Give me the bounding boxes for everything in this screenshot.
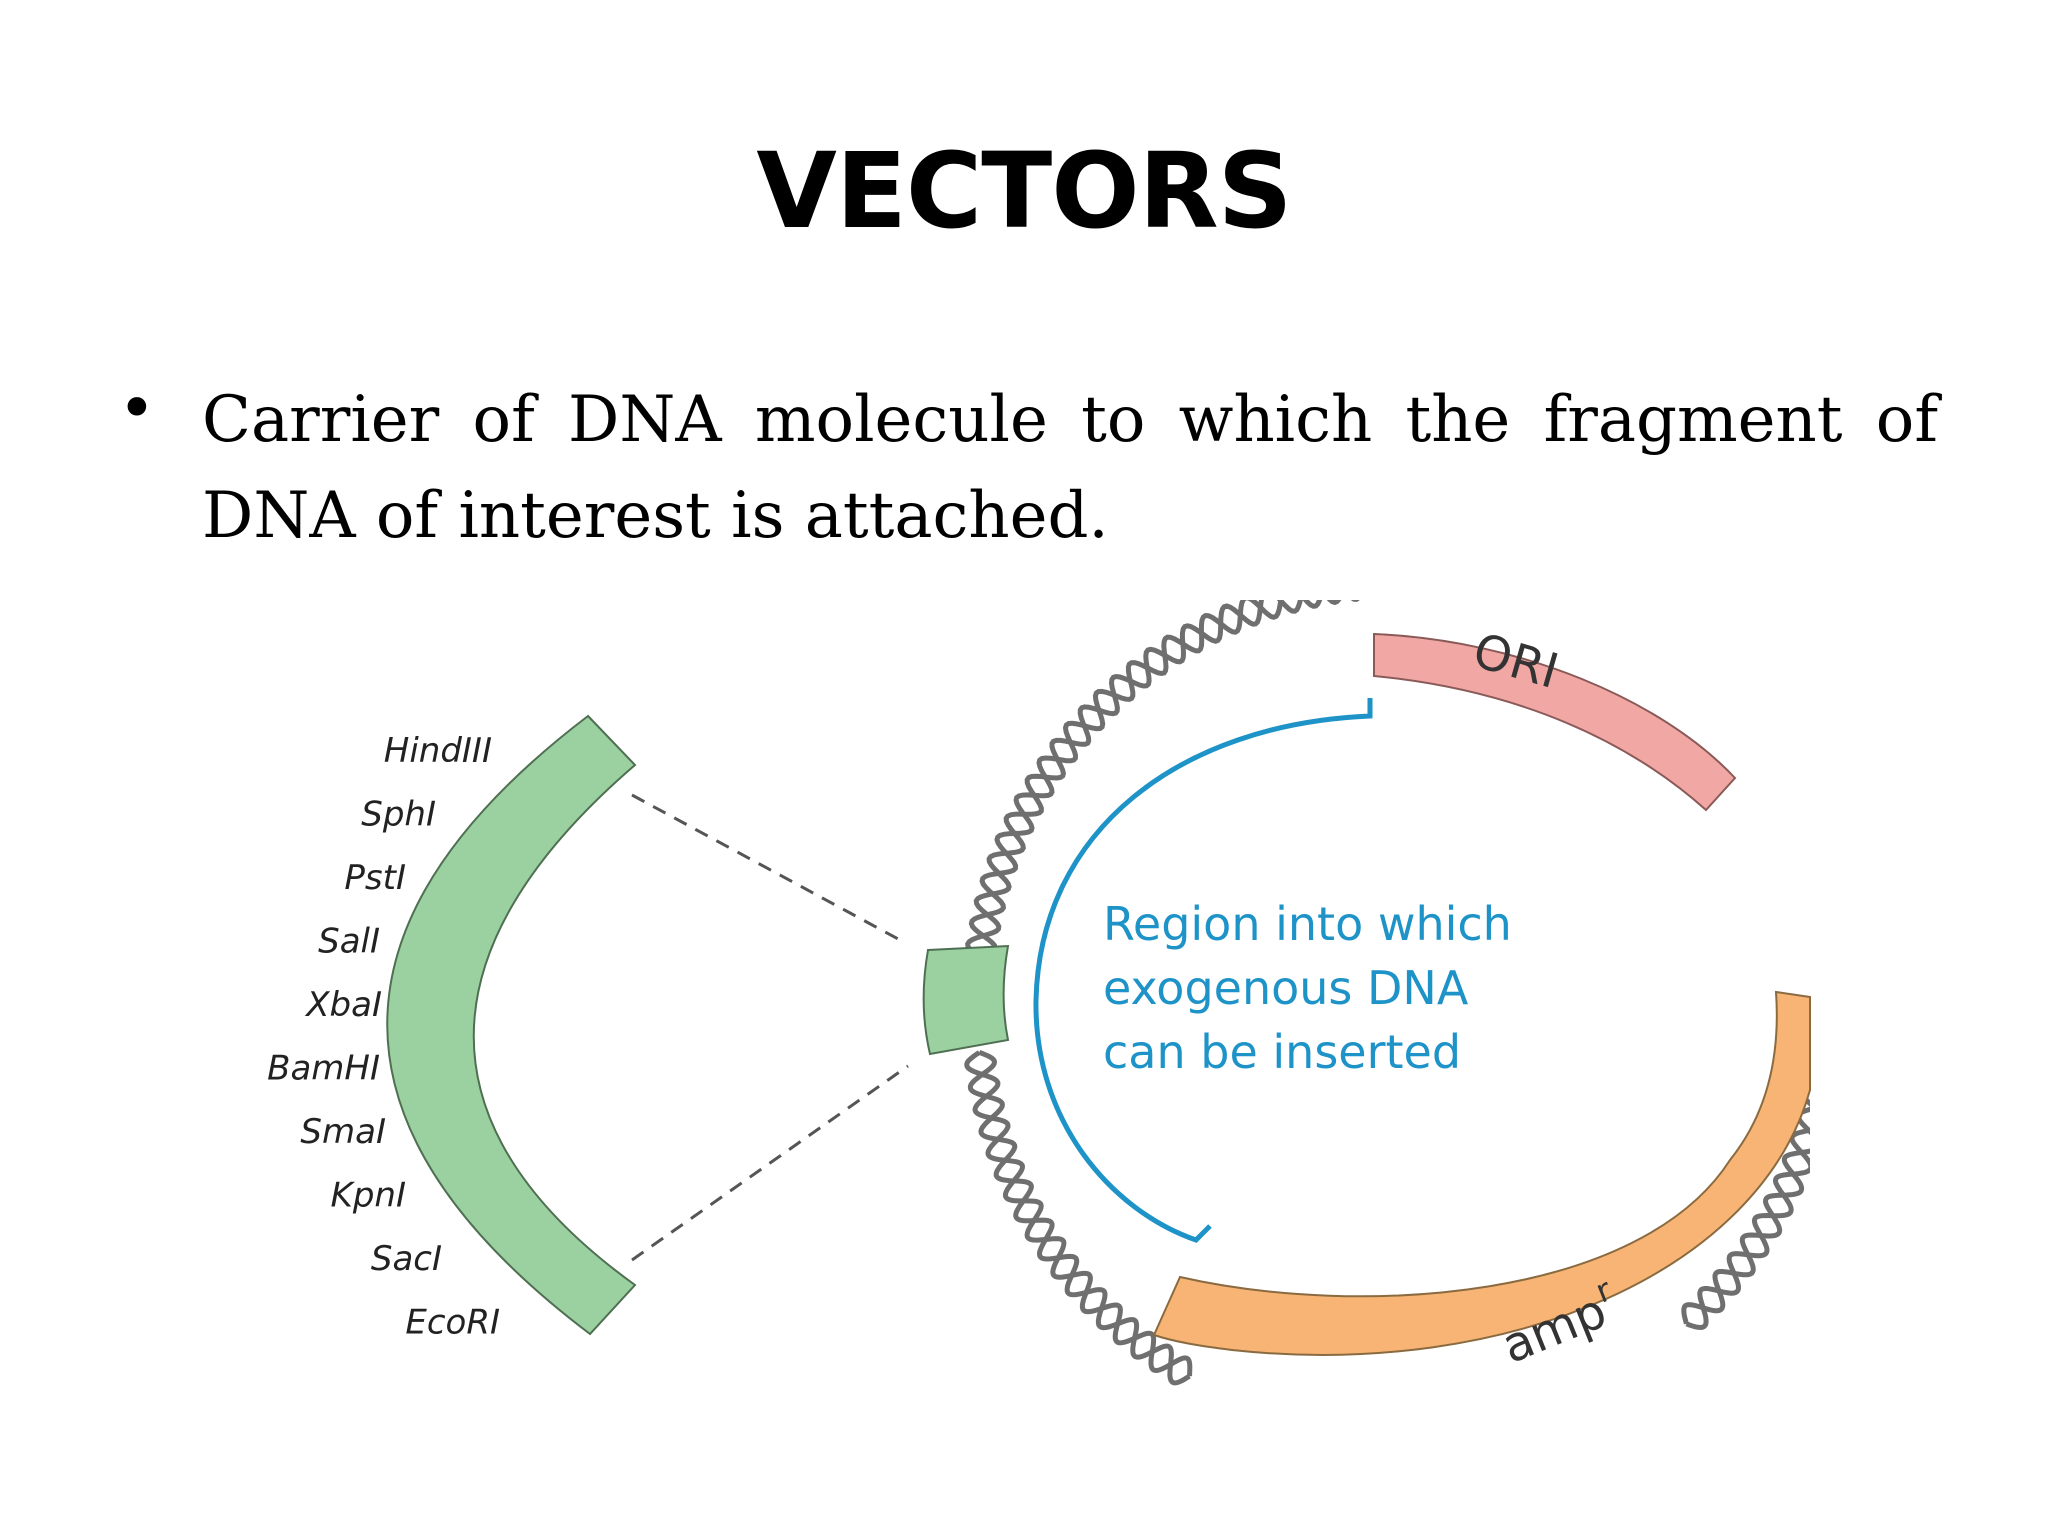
bullet-item: • Carrier of DNA molecule to which the f…: [118, 372, 1938, 564]
connector-line-top: [631, 793, 901, 942]
restriction-site-label: SmaI: [300, 1112, 386, 1152]
region-label: Region into which exogenous DNA can be i…: [1103, 897, 1526, 1079]
helix-strand: [962, 600, 1360, 981]
bullet-text: Carrier of DNA molecule to which the fra…: [202, 383, 1938, 553]
restriction-site-label: SacI: [371, 1239, 442, 1279]
restriction-site-label: SalI: [318, 922, 380, 962]
region-label-line-3: can be inserted: [1103, 1025, 1461, 1079]
restriction-site-label: BamHI: [267, 1049, 380, 1089]
dna-double-helix: [962, 600, 1810, 1386]
restriction-site-label: PstI: [344, 858, 406, 898]
restriction-site-label: XbaI: [304, 985, 382, 1025]
insertion-region-bracket: [1033, 698, 1373, 1243]
connector-line-bottom: [631, 1064, 909, 1262]
restriction-site-label: EcoRI: [405, 1303, 500, 1343]
restriction-site-label: HindIII: [384, 731, 492, 771]
multiple-cloning-site-arc: [386, 714, 637, 1336]
restriction-site-label: KpnI: [331, 1176, 406, 1216]
mcs-insert-block: [922, 944, 1010, 1056]
region-label-line-1: Region into which: [1103, 897, 1512, 951]
restriction-site-labels: HindIII SphI PstI SalI XbaI BamHI SmaI KpnI SacI…: [267, 731, 500, 1343]
restriction-site-label: SphI: [361, 795, 436, 835]
ori-segment: [1373, 632, 1737, 812]
region-label-line-2: exogenous DNA: [1103, 961, 1469, 1015]
helix-strand: [967, 1050, 1191, 1386]
amp-segment: [1152, 990, 1811, 1356]
slide-title: VECTORS: [756, 130, 1292, 252]
bullet-dot: •: [118, 372, 156, 446]
helix-strand: [1681, 1065, 1810, 1325]
